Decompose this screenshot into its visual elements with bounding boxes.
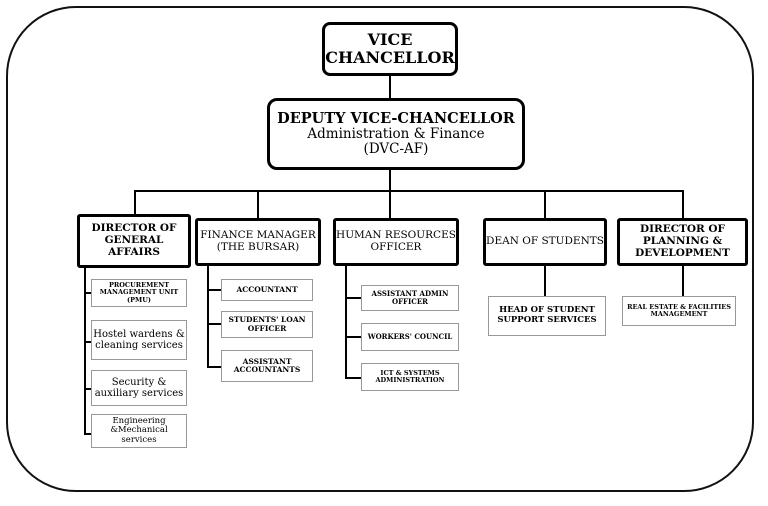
- connector-spine-1: [84, 268, 86, 434]
- unit-engineering: Engineering &Mechanical services: [91, 414, 187, 448]
- unit-real-estate: REAL ESTATE & FACILITIES MANAGEMENT: [622, 296, 736, 326]
- dept-title: FINANCE MANAGER (THE BURSAR): [200, 229, 316, 253]
- connector-bus: [134, 190, 684, 192]
- unit-label: Hostel wardens & cleaning services: [93, 328, 185, 351]
- unit-label: WORKERS' COUNCIL: [367, 332, 453, 342]
- unit-label: Engineering &Mechanical services: [110, 415, 168, 445]
- connector-drop-1: [134, 190, 136, 214]
- connector-branch: [207, 323, 221, 325]
- dept-planning-box: DIRECTOR OF PLANNING & DEVELOPMENT: [617, 218, 748, 266]
- unit-label: ASSISTANT ACCOUNTANTS: [233, 356, 301, 374]
- connector-branch: [345, 297, 361, 299]
- vice-chancellor-box: VICE CHANCELLOR: [322, 22, 458, 76]
- dept-title: DEAN OF STUDENTS: [486, 235, 604, 248]
- dept-general-affairs-box: DIRECTOR OF GENERAL AFFAIRS: [77, 214, 191, 268]
- unit-assistant-admin-officer: ASSISTANT ADMIN OFFICER: [361, 285, 459, 311]
- unit-assistant-accountants: ASSISTANT ACCOUNTANTS: [221, 350, 313, 382]
- connector-branch: [207, 289, 221, 291]
- connector-drop-2: [257, 190, 259, 218]
- connector-branch: [84, 433, 92, 435]
- unit-label: PROCUREMENT MANAGEMENT UNIT (PMU): [99, 281, 179, 304]
- dept-title: DIRECTOR OF PLANNING & DEVELOPMENT: [635, 223, 730, 259]
- unit-workers-council: WORKERS' COUNCIL: [361, 323, 459, 351]
- vice-chancellor-title: VICE CHANCELLOR: [325, 30, 455, 67]
- unit-label: HEAD OF STUDENT SUPPORT SERVICES: [497, 305, 597, 325]
- unit-label: ACCOUNTANT: [236, 284, 298, 294]
- unit-label: ASSISTANT ADMIN OFFICER: [371, 289, 449, 306]
- rounded-frame: [6, 6, 754, 492]
- connector-branch: [345, 336, 361, 338]
- connector-vc-dvc: [389, 76, 391, 98]
- unit-security: Security & auxiliary services: [91, 370, 187, 406]
- dept-finance-box: FINANCE MANAGER (THE BURSAR): [195, 218, 321, 266]
- connector-branch: [207, 366, 221, 368]
- unit-hostel-wardens: Hostel wardens & cleaning services: [91, 320, 187, 360]
- unit-label: STUDENTS' LOAN OFFICER: [228, 315, 306, 333]
- connector-drop-5: [682, 190, 684, 218]
- deputy-abbrev: (DVC-AF): [363, 141, 429, 158]
- connector-spine-2: [207, 266, 209, 367]
- connector-stem-4: [544, 266, 546, 296]
- connector-drop-3: [389, 190, 391, 218]
- unit-label: REAL ESTATE & FACILITIES MANAGEMENT: [627, 302, 731, 318]
- dept-dean-of-students-box: DEAN OF STUDENTS: [483, 218, 607, 266]
- connector-branch: [84, 341, 92, 343]
- unit-ict-systems: ICT & SYSTEMS ADMINISTRATION: [361, 363, 459, 391]
- unit-procurement: PROCUREMENT MANAGEMENT UNIT (PMU): [91, 279, 187, 307]
- deputy-vice-chancellor-box: DEPUTY VICE-CHANCELLOR Administration & …: [267, 98, 525, 170]
- deputy-title: DEPUTY VICE-CHANCELLOR: [277, 109, 515, 127]
- connector-stem-5: [682, 266, 684, 296]
- connector-drop-4: [544, 190, 546, 218]
- unit-students-loan-officer: STUDENTS' LOAN OFFICER: [221, 311, 313, 338]
- dept-title: HUMAN RESOURCES OFFICER: [336, 229, 456, 253]
- connector-spine-3: [345, 266, 347, 378]
- unit-head-student-support: HEAD OF STUDENT SUPPORT SERVICES: [488, 296, 606, 336]
- dept-hr-box: HUMAN RESOURCES OFFICER: [333, 218, 459, 266]
- connector-branch: [84, 388, 92, 390]
- unit-label: ICT & SYSTEMS ADMINISTRATION: [375, 368, 445, 384]
- connector-dvc-bus: [389, 170, 391, 190]
- dept-title: DIRECTOR OF GENERAL AFFAIRS: [91, 222, 177, 258]
- connector-branch: [84, 292, 92, 294]
- connector-branch: [345, 377, 361, 379]
- deputy-subtitle: Administration & Finance: [307, 126, 485, 142]
- unit-accountant: ACCOUNTANT: [221, 279, 313, 301]
- unit-label: Security & auxiliary services: [94, 376, 184, 399]
